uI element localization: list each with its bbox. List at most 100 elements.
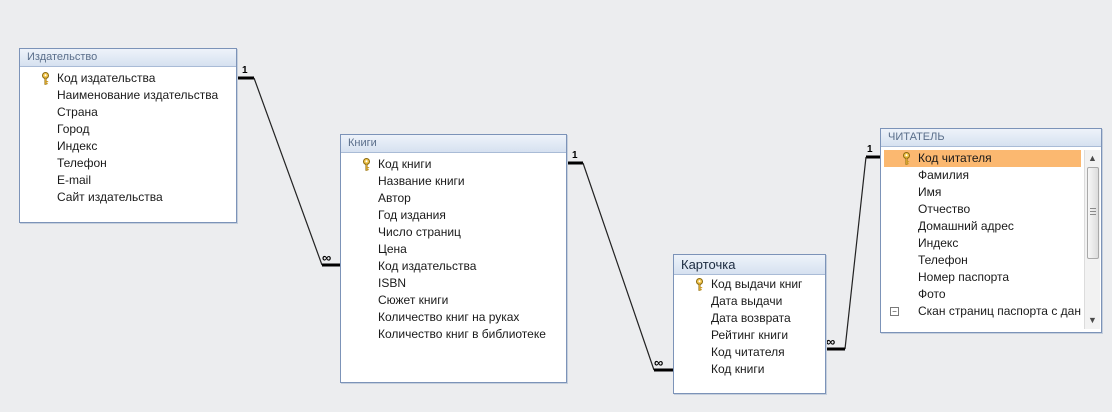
field-row[interactable]: Код выдачи книг (677, 276, 822, 293)
field-row[interactable]: Код книги (677, 361, 822, 378)
field-row[interactable]: Год издания (344, 207, 563, 224)
field-row[interactable]: Код издательства (344, 258, 563, 275)
field-label: Код выдачи книг (711, 277, 803, 291)
field-row[interactable]: Дата выдачи (677, 293, 822, 310)
field-label: Наименование издательства (57, 88, 219, 102)
field-label: Отчество (918, 202, 971, 216)
field-label: Название книги (378, 174, 465, 188)
field-row[interactable]: Наименование издательства (23, 87, 233, 104)
field-row[interactable]: Рейтинг книги (677, 327, 822, 344)
field-row[interactable]: ISBN (344, 275, 563, 292)
field-label: E-mail (57, 173, 92, 187)
table-title[interactable]: ЧИТАТЕЛЬ (881, 129, 1101, 147)
relation-publisher-books[interactable]: 1 ∞ (236, 65, 340, 267)
field-row[interactable]: Количество книг на руках (344, 309, 563, 326)
field-row[interactable]: Код читателя (884, 150, 1081, 167)
field-row[interactable]: Фото (884, 286, 1081, 303)
field-row[interactable]: Имя (884, 184, 1081, 201)
field-label: Фамилия (918, 168, 969, 182)
field-row[interactable]: Число страниц (344, 224, 563, 241)
scroll-up-arrow-icon[interactable]: ▲ (1088, 153, 1097, 163)
relation-books-card[interactable]: 1 ∞ (566, 150, 673, 372)
field-row[interactable]: Название книги (344, 173, 563, 190)
field-row[interactable]: Телефон (884, 252, 1081, 269)
field-row[interactable]: Индекс (884, 235, 1081, 252)
field-label: Страна (57, 105, 98, 119)
field-label: Количество книг в библиотеке (378, 327, 546, 341)
field-row[interactable]: Код издательства (23, 70, 233, 87)
field-label: Телефон (57, 156, 107, 170)
field-label: Код книги (711, 362, 765, 376)
primary-key-icon (902, 152, 911, 165)
field-label: Индекс (57, 139, 98, 153)
field-label: Год издания (378, 208, 446, 222)
relation-many-label: ∞ (322, 250, 331, 265)
field-label: Домашний адрес (918, 219, 1014, 233)
field-row[interactable]: Автор (344, 190, 563, 207)
relation-many-label: ∞ (654, 355, 663, 370)
field-label: Код читателя (918, 151, 992, 165)
field-label: Скан страниц паспорта с дан (918, 304, 1081, 318)
field-label: Код читателя (711, 345, 785, 359)
field-label: Номер паспорта (918, 270, 1010, 284)
field-row[interactable]: Страна (23, 104, 233, 121)
field-row[interactable]: Цена (344, 241, 563, 258)
field-label: Рейтинг книги (711, 328, 789, 342)
relation-reader-card[interactable]: 1 ∞ (825, 144, 880, 351)
field-row[interactable]: Домашний адрес (884, 218, 1081, 235)
field-row[interactable]: Номер паспорта (884, 269, 1081, 286)
field-label: Число страниц (378, 225, 461, 239)
primary-key-icon (362, 158, 371, 171)
field-label: Имя (918, 185, 942, 199)
field-label: Цена (378, 242, 407, 256)
field-row[interactable]: Фамилия (884, 167, 1081, 184)
field-label: Код издательства (378, 259, 477, 273)
field-label: Сюжет книги (378, 293, 449, 307)
field-label: Автор (378, 191, 411, 205)
field-label: Код книги (378, 157, 432, 171)
scrollbar-thumb[interactable] (1087, 167, 1099, 259)
scroll-down-arrow-icon[interactable]: ▼ (1088, 315, 1097, 325)
field-row[interactable]: Код читателя (677, 344, 822, 361)
relation-many-label: ∞ (826, 334, 835, 349)
field-label: Дата выдачи (711, 294, 783, 308)
field-row[interactable]: Город (23, 121, 233, 138)
field-label: Код издательства (57, 71, 156, 85)
field-label: Индекс (918, 236, 959, 250)
field-label: Количество книг на руках (378, 310, 520, 324)
field-label: ISBN (378, 276, 407, 290)
field-row[interactable]: Сайт издательства (23, 189, 233, 206)
table-title[interactable]: Издательство (20, 49, 236, 67)
field-row[interactable]: E-mail (23, 172, 233, 189)
field-row[interactable]: Сюжет книги (344, 292, 563, 309)
expand-icon[interactable]: − (890, 307, 899, 316)
primary-key-icon (41, 72, 50, 85)
field-row[interactable]: Количество книг в библиотеке (344, 326, 563, 343)
vertical-scrollbar[interactable]: ▲ ▼ (1084, 150, 1100, 329)
primary-key-icon (695, 278, 704, 291)
field-row[interactable]: Код книги (344, 156, 563, 173)
field-row[interactable]: − Скан страниц паспорта с дан (884, 303, 1081, 320)
field-label: Телефон (918, 253, 968, 267)
field-row[interactable]: Дата возврата (677, 310, 822, 327)
relation-one-label: 1 (867, 144, 873, 155)
field-row[interactable]: Индекс (23, 138, 233, 155)
table-title[interactable]: Книги (341, 135, 566, 153)
field-label: Сайт издательства (57, 190, 163, 204)
field-row[interactable]: Телефон (23, 155, 233, 172)
relation-one-label: 1 (242, 65, 248, 76)
table-title[interactable]: Карточка (674, 255, 825, 275)
field-label: Город (57, 122, 90, 136)
field-label: Дата возврата (711, 311, 791, 325)
field-label: Фото (918, 287, 946, 301)
field-row[interactable]: Отчество (884, 201, 1081, 218)
